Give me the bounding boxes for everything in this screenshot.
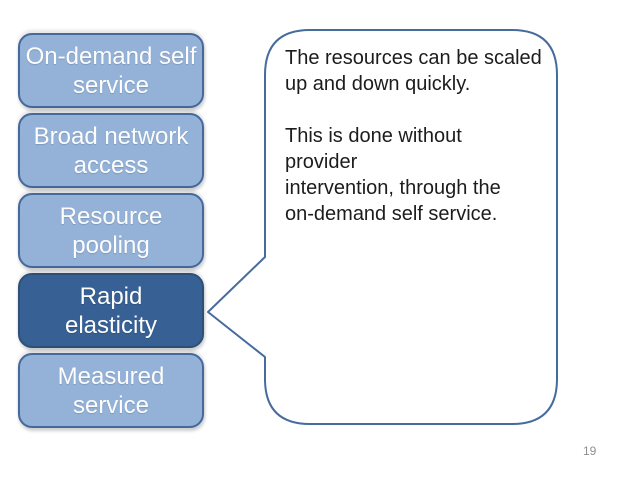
box-label: Measured service bbox=[57, 362, 165, 419]
page-number: 19 bbox=[583, 444, 597, 458]
callout-paragraph-1: The resources can be scaled up and down … bbox=[285, 47, 542, 95]
box-rapid-elasticity: Rapid elasticity bbox=[18, 273, 204, 348]
box-measured-service: Measured service bbox=[18, 353, 204, 428]
box-broad-network-access: Broad network access bbox=[18, 113, 204, 188]
box-label: On-demand self service bbox=[25, 42, 197, 99]
callout-text: The resources can be scaled up and down … bbox=[285, 45, 547, 227]
box-label: Resource pooling bbox=[59, 202, 163, 259]
box-on-demand-self-service: On-demand self service bbox=[18, 33, 204, 108]
box-label: Broad network access bbox=[33, 122, 189, 179]
callout-paragraph-2: This is done without provider interventi… bbox=[285, 125, 501, 225]
callout-bubble-shape bbox=[207, 29, 558, 425]
box-label: Rapid elasticity bbox=[64, 282, 158, 339]
box-resource-pooling: Resource pooling bbox=[18, 193, 204, 268]
